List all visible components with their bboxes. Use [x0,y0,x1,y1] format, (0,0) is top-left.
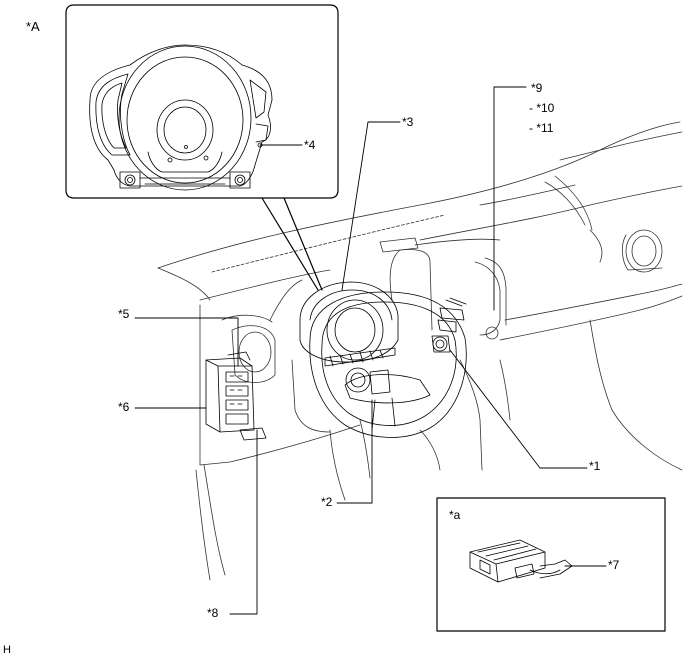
inset-a-lower-frame [436,497,666,632]
callout-10: - *10 [529,101,555,115]
callout-5: *5 [118,307,130,321]
control-module [469,539,573,583]
inset-a-label: *a [449,508,461,522]
inset-a-frame [65,4,339,291]
callout-8: *8 [207,606,219,620]
junction-block [205,351,267,441]
callout-4: *4 [304,138,316,152]
view-a-label: *A [26,19,40,34]
combination-switch [431,297,467,353]
callout-11: - *11 [529,121,554,135]
callout-9: *9 [531,81,543,95]
callout-7: *7 [608,558,620,572]
callout-2: *2 [321,495,333,509]
callout-3: *3 [402,115,414,129]
corner-mark: H [3,644,11,656]
leader-lines [134,86,607,615]
steering-wheel [309,291,467,438]
instrument-panel [157,121,683,581]
combination-meter-installed [299,281,399,367]
combination-meter-detail [89,44,273,191]
callout-6: *6 [118,400,130,414]
callout-1: *1 [589,459,601,473]
